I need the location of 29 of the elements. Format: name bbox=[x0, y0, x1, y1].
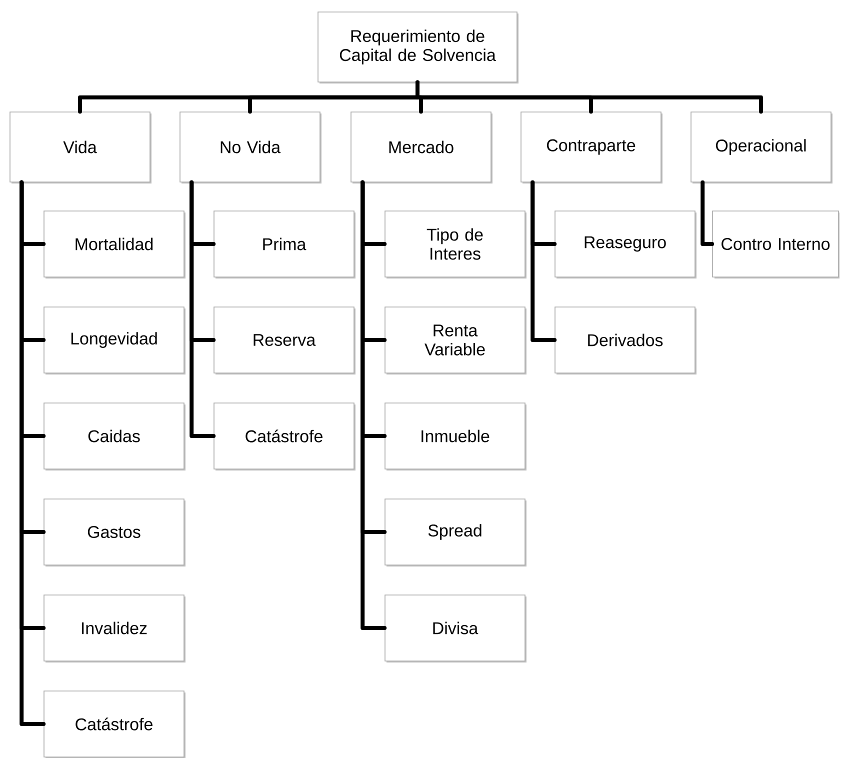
category-box: Requerimiento de Capital de Solvencia bbox=[318, 12, 518, 82]
connector-line bbox=[700, 180, 714, 246]
category-box: Vida bbox=[10, 112, 150, 182]
category-box: Reaseguro bbox=[554, 210, 696, 278]
category-box: Contraparte bbox=[520, 112, 662, 182]
category-box: Contro Interno bbox=[712, 210, 839, 278]
category-box: Derivados bbox=[554, 306, 696, 374]
category-box: Spread bbox=[384, 498, 526, 566]
connector-line bbox=[530, 180, 557, 342]
category-box: Mercado bbox=[350, 112, 492, 182]
connector-line bbox=[416, 80, 763, 114]
category-box: Reserva bbox=[214, 306, 354, 374]
category-box: Renta Variable bbox=[384, 306, 526, 374]
connector-line bbox=[190, 180, 216, 438]
connector-line bbox=[360, 180, 387, 630]
category-box: Longevidad bbox=[44, 306, 184, 374]
connector-line bbox=[20, 180, 46, 726]
category-box: Gastos bbox=[44, 498, 184, 566]
category-box: Prima bbox=[214, 210, 354, 278]
category-box: Caidas bbox=[44, 402, 184, 470]
category-box: Mortalidad bbox=[44, 210, 184, 278]
category-box: Divisa bbox=[384, 594, 526, 662]
category-box: Catástrofe bbox=[44, 690, 184, 758]
category-box: No Vida bbox=[180, 112, 320, 182]
category-box: Inmueble bbox=[384, 402, 526, 470]
category-box: Operacional bbox=[690, 112, 832, 182]
category-box: Catástrofe bbox=[214, 402, 354, 470]
category-box: Invalidez bbox=[44, 594, 184, 662]
category-box: Tipo de Interes bbox=[384, 210, 526, 278]
